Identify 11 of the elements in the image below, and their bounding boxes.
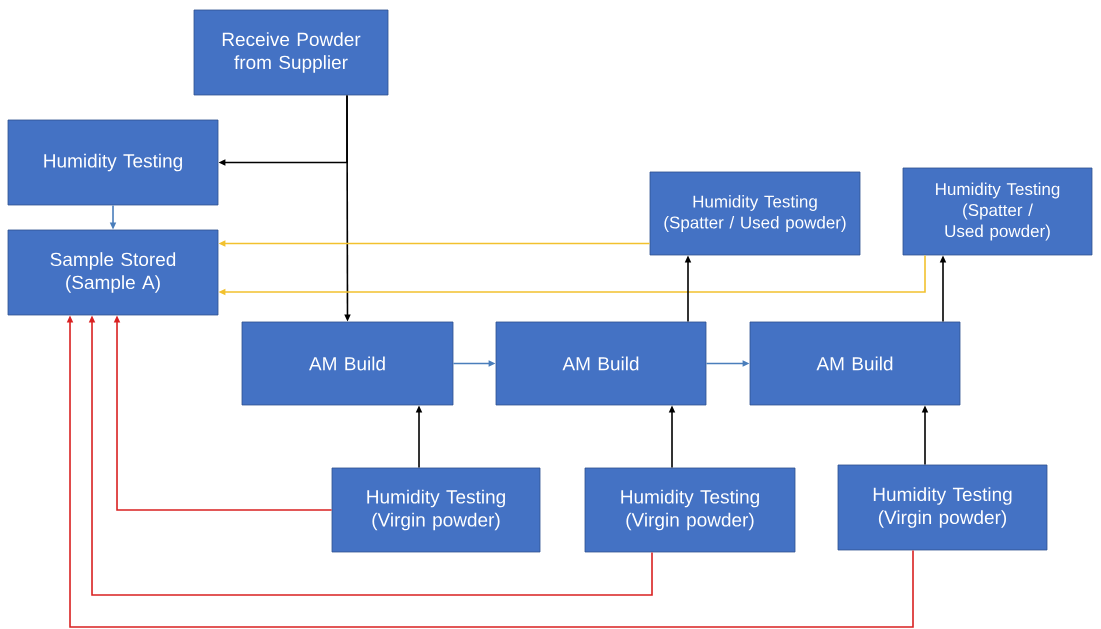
process-box: AM Build bbox=[241, 321, 454, 406]
process-box: AM Build bbox=[749, 321, 961, 406]
process-box: Humidity Testing bbox=[7, 119, 219, 206]
process-box: Receive Powder from Supplier bbox=[193, 9, 389, 96]
process-box: Humidity Testing (Virgin powder) bbox=[837, 464, 1048, 551]
process-box: Humidity Testing (Virgin powder) bbox=[584, 467, 796, 553]
process-box: Humidity Testing (Virgin powder) bbox=[331, 467, 541, 553]
process-box: AM Build bbox=[495, 321, 707, 406]
process-box: Humidity Testing (Spatter / Used powder) bbox=[902, 167, 1093, 256]
process-box: Sample Stored (Sample A) bbox=[7, 229, 219, 316]
process-box: Humidity Testing (Spatter / Used powder) bbox=[649, 171, 861, 256]
